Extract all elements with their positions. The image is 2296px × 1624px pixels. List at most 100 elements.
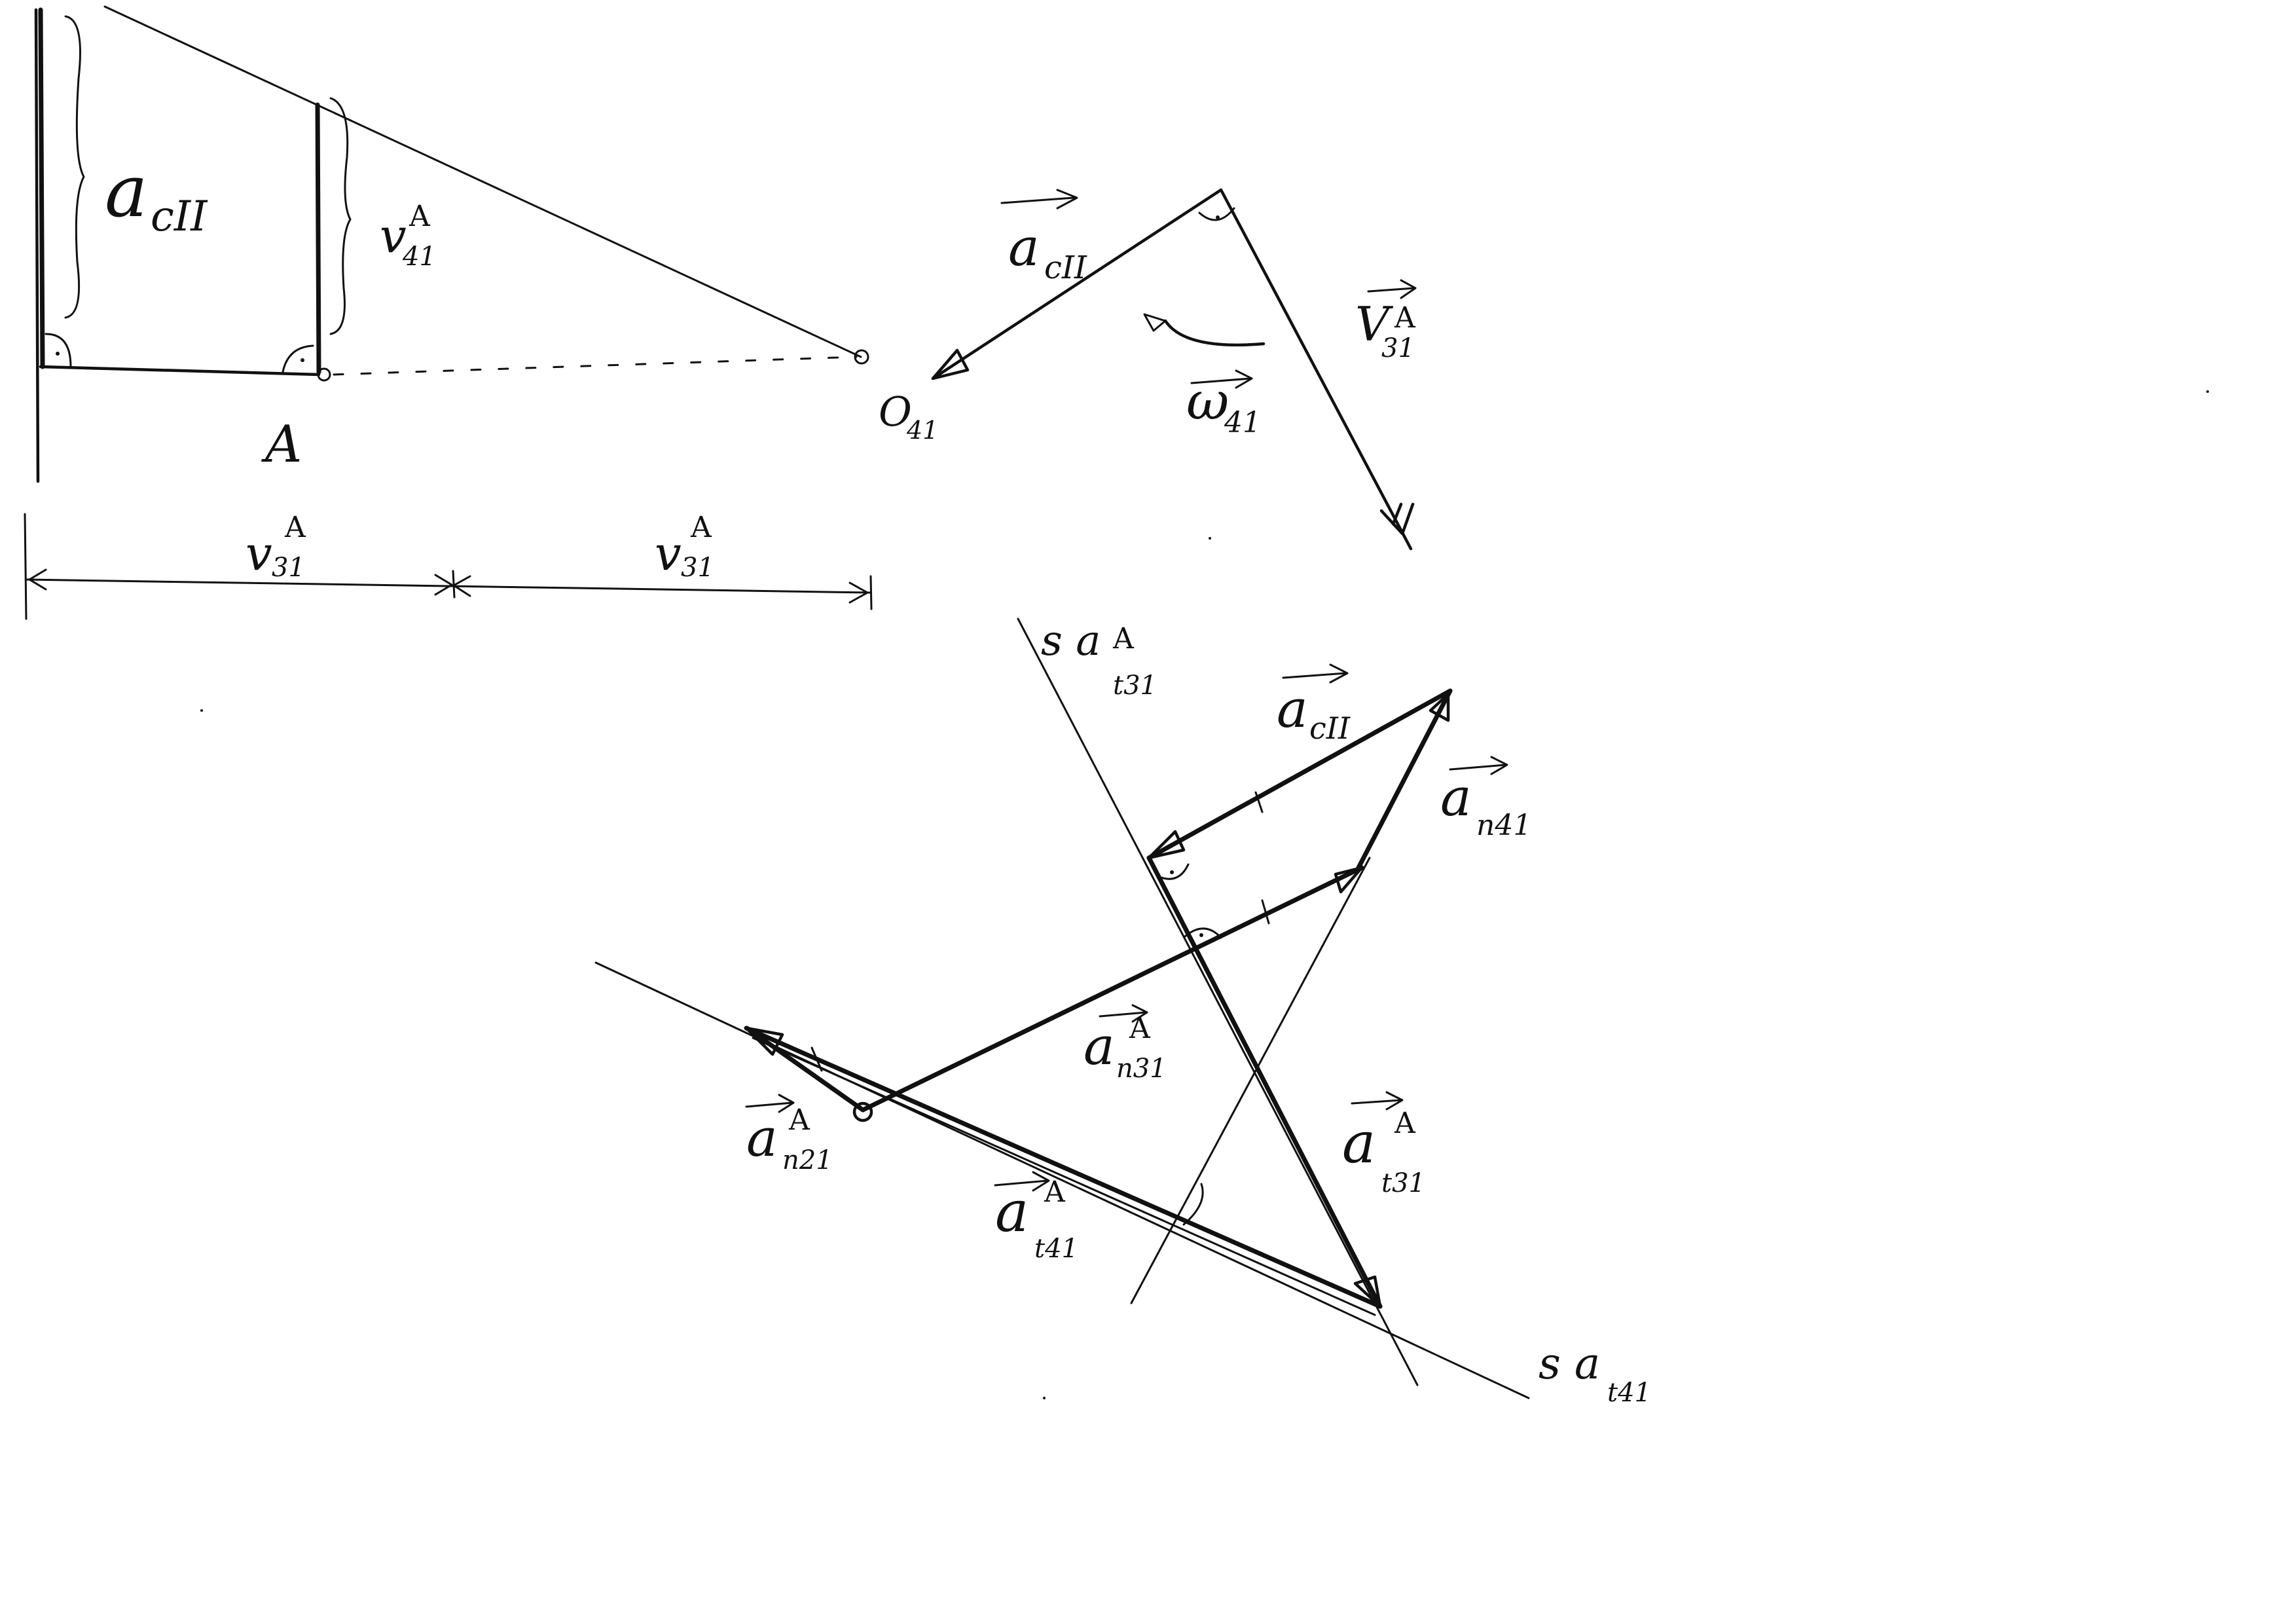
- label-atA31: a A t31: [1342, 1091, 1425, 1198]
- vector-arrow-tip: [1385, 1091, 1404, 1111]
- tick-an31: [1261, 899, 1270, 925]
- acII-vertical-segment: [38, 7, 45, 369]
- right-angle-dot: [1199, 933, 1203, 937]
- dashed-line-to-O41: [333, 356, 858, 376]
- right-angle-mark: [1182, 1183, 1204, 1226]
- acceleration-polygon: [594, 618, 1530, 1399]
- svg-text:A: A: [1112, 622, 1135, 655]
- svg-text:41: 41: [402, 242, 436, 272]
- label-omega41: ω 41: [1186, 369, 1261, 439]
- svg-text:t31: t31: [1381, 1168, 1425, 1198]
- svg-text:A: A: [1394, 1107, 1416, 1140]
- label-acII-poly: a cII: [1277, 663, 1351, 746]
- arrowhead-acII-poly: [1147, 830, 1186, 860]
- svg-text:O: O: [879, 388, 912, 435]
- svg-text:a: a: [1008, 217, 1040, 278]
- svg-text:n31: n31: [1116, 1054, 1167, 1084]
- svg-text:a: a: [1084, 1016, 1115, 1077]
- svg-text:A: A: [788, 1103, 811, 1137]
- svg-text:n21: n21: [782, 1145, 833, 1175]
- brace-vA41: [329, 97, 352, 335]
- svg-text:a: a: [105, 149, 148, 233]
- arrowhead-an41-top: [1429, 692, 1450, 722]
- vector-an31: [860, 865, 1364, 1113]
- svg-text:a: a: [746, 1107, 778, 1168]
- label-atA41: a A t41: [994, 1171, 1078, 1264]
- label-anA31: a A n31: [1084, 1004, 1167, 1084]
- label-acII-mid: a cII: [1000, 189, 1087, 286]
- vector-arrow-bar: [1282, 672, 1347, 679]
- vector-at41: [744, 1025, 1383, 1309]
- svg-text:31: 31: [272, 553, 305, 583]
- arrowhead-at31: [1353, 1275, 1382, 1308]
- label-point-A: A: [261, 415, 302, 474]
- svg-text:t31: t31: [1113, 671, 1157, 701]
- svg-text:41: 41: [1224, 406, 1261, 439]
- inclined-line: [103, 5, 862, 358]
- right-angle-dot: [1170, 870, 1174, 874]
- line-auxiliary: [1130, 857, 1371, 1304]
- label-anA21: a A n21: [745, 1094, 833, 1175]
- svg-text:a: a: [1277, 678, 1308, 739]
- label-an41: a n41: [1440, 756, 1531, 842]
- right-angle-dot: [56, 352, 60, 356]
- svg-text:n41: n41: [1476, 809, 1531, 842]
- dimension-arrow-left: [28, 568, 47, 591]
- vector-an21: [749, 1029, 866, 1113]
- vector-arrow-bar: [1099, 1011, 1147, 1018]
- svg-text:ω: ω: [1186, 371, 1229, 432]
- arrowhead-acII: [931, 348, 970, 380]
- vector-arrow-tip: [1235, 369, 1253, 389]
- vector-arrow-bar: [1449, 764, 1507, 771]
- svg-text:a: a: [1342, 1111, 1376, 1176]
- left-vertical-line: [34, 8, 40, 483]
- right-angle-dot: [1216, 215, 1220, 219]
- svg-text:cII: cII: [1309, 710, 1351, 746]
- ink-speck: [2206, 390, 2209, 393]
- horizontal-segment-to-A: [39, 365, 321, 377]
- right-angle-mark: [282, 344, 314, 373]
- svg-text:A: A: [1394, 301, 1416, 335]
- line-s-at41: [594, 961, 1530, 1399]
- svg-text:cII: cII: [1044, 249, 1087, 286]
- right-angle-mark: [45, 333, 72, 368]
- right-angle-mark: [1198, 207, 1235, 221]
- svg-text:a: a: [995, 1179, 1029, 1245]
- svg-text:31: 31: [1381, 333, 1415, 363]
- svg-text:t41: t41: [1034, 1234, 1078, 1264]
- label-s-at31: s a A t31: [1041, 617, 1157, 701]
- right-angle-dot: [301, 358, 304, 362]
- brace-acII: [64, 15, 85, 319]
- svg-text:v: v: [380, 208, 407, 263]
- vA41-vertical-segment: [315, 102, 321, 375]
- omega-rotation-arc: [1163, 319, 1266, 347]
- right-angle-mark: [1156, 863, 1190, 880]
- svg-text:v: v: [655, 526, 682, 581]
- svg-text:A: A: [690, 511, 712, 544]
- vector-arrow-tip: [778, 1094, 795, 1113]
- svg-text:A: A: [1044, 1175, 1066, 1209]
- tick-an21: [811, 1046, 823, 1072]
- dimension-arrow-right: [848, 581, 869, 604]
- label-vA31-mid: V A 31: [1355, 279, 1417, 363]
- vector-arrow-tip: [1056, 189, 1078, 210]
- point-A-circle: [317, 367, 331, 382]
- arrowhead-vA31: [1379, 502, 1415, 536]
- vector-acII: [1146, 688, 1453, 860]
- line-s-at31: [1017, 618, 1419, 1386]
- label-s-at41: s a t41: [1539, 1338, 1651, 1408]
- svg-text:cII: cII: [151, 193, 208, 241]
- svg-text:31: 31: [681, 553, 714, 583]
- pole-circle: [852, 1101, 873, 1122]
- svg-text:A: A: [1129, 1012, 1151, 1045]
- velocity-construction: [34, 5, 869, 483]
- svg-text:v: v: [246, 526, 272, 581]
- vector-at31: [1146, 855, 1383, 1309]
- omega-arrowhead: [1143, 313, 1167, 332]
- label-O41: O 41: [879, 388, 938, 445]
- vector-at41-double: [752, 1037, 1376, 1316]
- vector-vA31-direction: [1219, 188, 1413, 551]
- ink-speck: [1043, 1397, 1046, 1399]
